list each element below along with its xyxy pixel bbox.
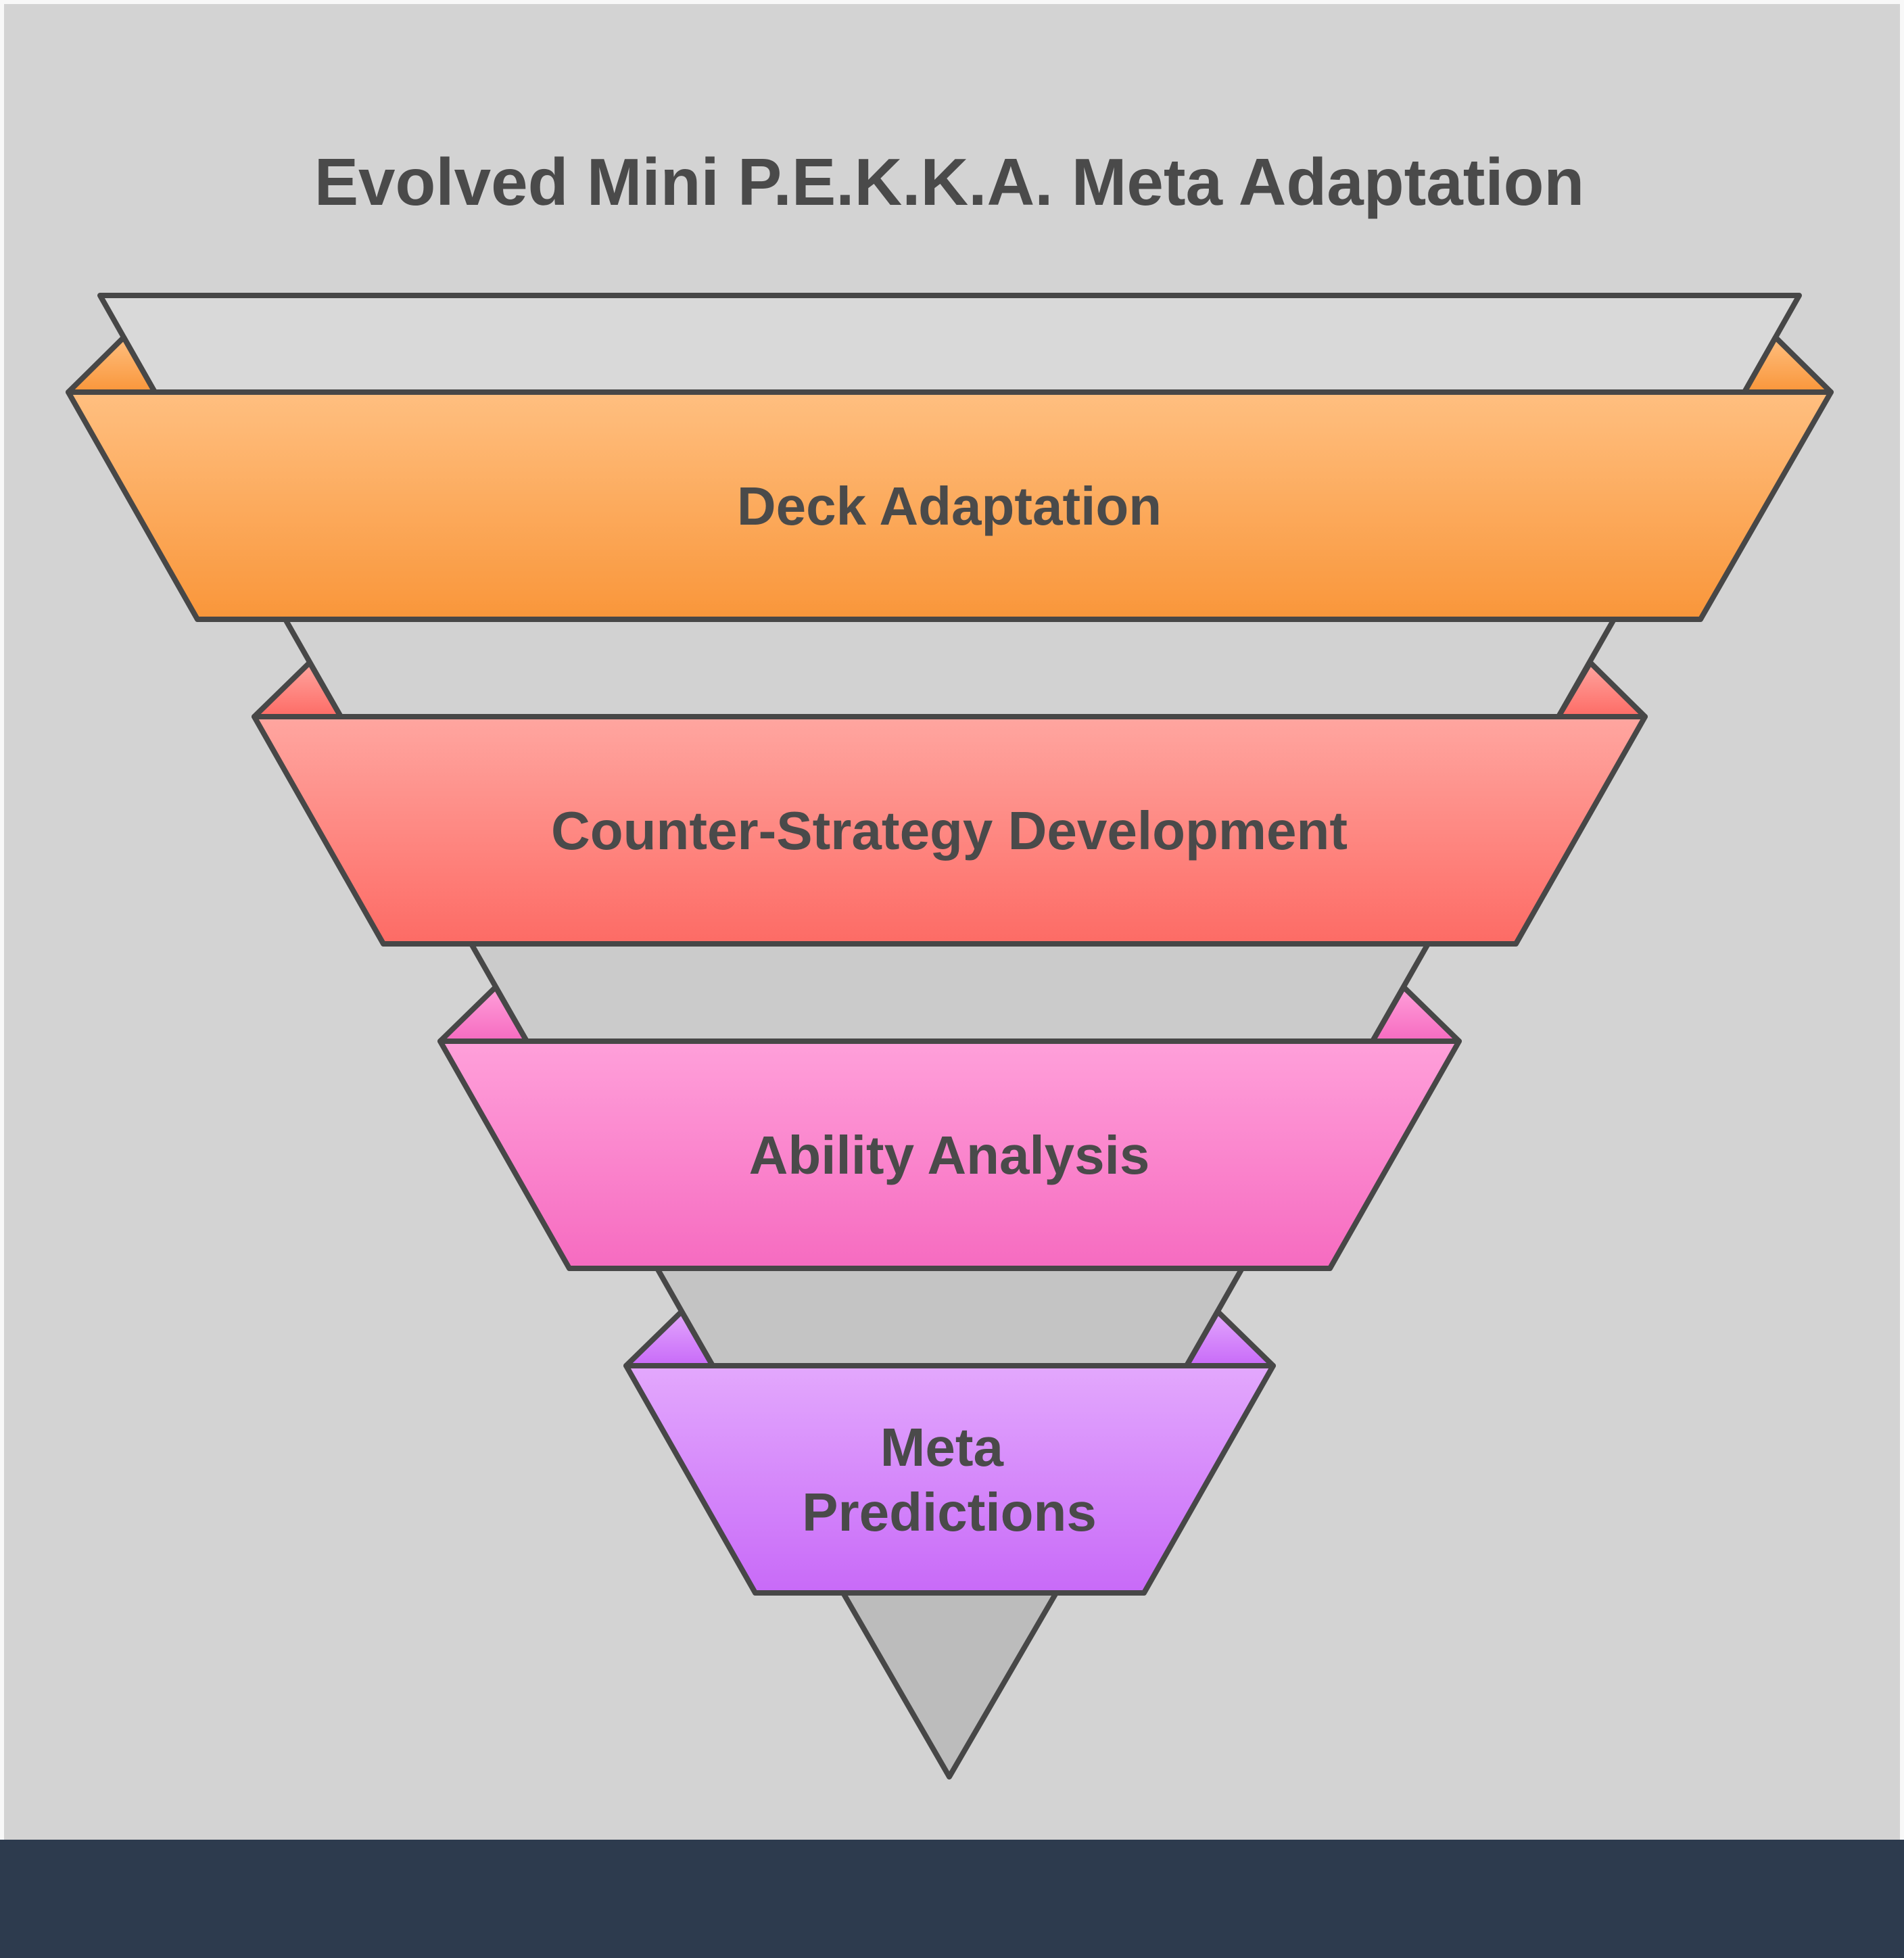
funnel-tip: [840, 1590, 1059, 1780]
stage-band: [252, 714, 1648, 947]
funnel-stage-counter-strategy: Counter-Strategy Development: [252, 660, 1648, 947]
funnel-stage-meta-predictions: Meta Predictions: [623, 1309, 1276, 1596]
funnel-stage-ability-analysis: Ability Analysis: [437, 984, 1462, 1271]
funnel-gap-2: [469, 941, 1431, 1044]
stage-band: [623, 1363, 1276, 1596]
funnel-gap-3: [654, 1266, 1245, 1368]
funnel-stage-deck-adaptation: Deck Adaptation: [66, 335, 1834, 622]
stage-band: [437, 1038, 1462, 1271]
stage-label: Counter-Strategy Development: [551, 801, 1348, 861]
diagram-title: Evolved Mini P.E.K.K.A. Meta Adaptation: [314, 145, 1585, 219]
footer-bar: [0, 1840, 1904, 1958]
funnel-rim: [97, 293, 1802, 395]
stage-label: Meta Predictions: [802, 1417, 1097, 1542]
stage-label: Deck Adaptation: [737, 476, 1162, 536]
stage-label: Ability Analysis: [749, 1125, 1150, 1185]
stage-band: [66, 389, 1834, 622]
funnel-gap-1: [283, 617, 1617, 719]
